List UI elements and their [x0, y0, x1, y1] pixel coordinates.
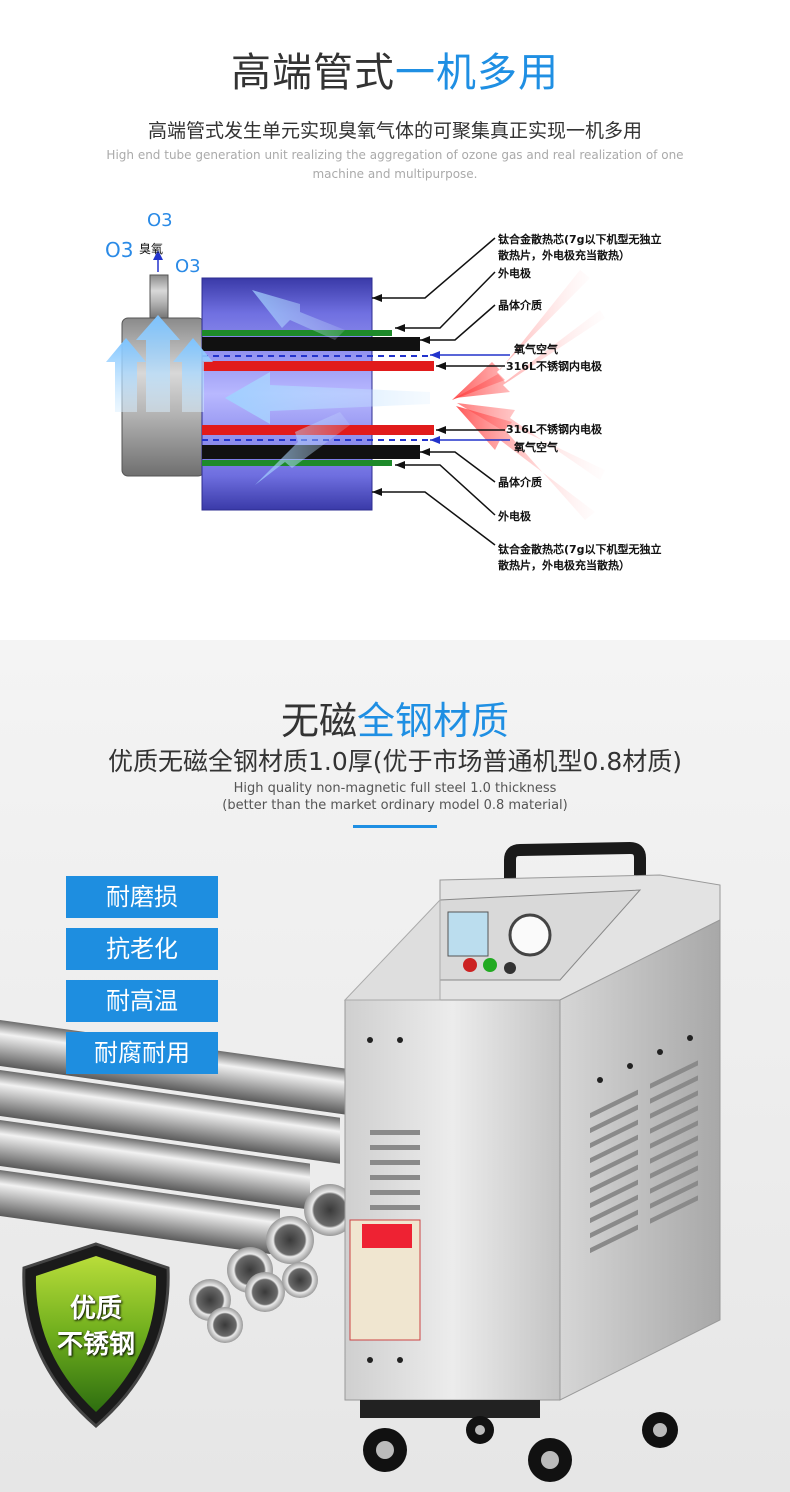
section-subtitle: 高端管式发生单元实现臭氧气体的可聚集真正实现一机多用 — [147, 120, 642, 142]
ozone-arrow-1 — [136, 315, 180, 412]
outer-electrode-top — [202, 337, 420, 351]
label-heat-sink-2: 散热片，外电极充当散热） — [498, 249, 630, 262]
o3-mark: O3 — [147, 210, 173, 231]
feature-heat-resistant: 耐高温 — [66, 980, 218, 1022]
section-subtitle: 优质无磁全钢材质1.0厚(优于市场普通机型0.8材质) — [107, 747, 683, 776]
label-crystal-medium: 晶体介质 — [498, 476, 542, 489]
inflow-arrow-4 — [457, 403, 605, 480]
badge-line-2: 不锈钢 — [56, 1330, 135, 1360]
title-accent: 一机多用 — [395, 50, 559, 96]
label-inner-electrode: 316L不锈钢内电极 — [506, 423, 602, 436]
inflow-arrow-2 — [455, 310, 605, 398]
o3-mark: O3 — [105, 238, 134, 262]
ozone-arrow-3 — [173, 338, 213, 412]
crystal-layer-top — [202, 330, 392, 336]
label-outer-electrode: 外电极 — [498, 510, 531, 523]
steel-pipes-image — [0, 1017, 360, 1343]
section-title: 高端管式一机多用 — [0, 40, 790, 98]
leader-line — [372, 237, 496, 299]
inflow-arrow-3 — [456, 406, 595, 520]
quality-shield-icon — [22, 1242, 170, 1428]
label-crystal-medium: 晶体介质 — [498, 299, 542, 312]
section-subtitle-en: High quality non-magnetic full steel 1.0… — [0, 780, 790, 814]
feature-corrosion-resistant: 耐腐耐用 — [66, 1032, 218, 1074]
ozone-label: 臭氧 — [139, 242, 164, 256]
o3-mark: O3 — [175, 256, 201, 277]
feature-anti-aging: 抗老化 — [66, 928, 218, 970]
label-heat-sink-1: 钛合金散热芯(7g以下机型无独立 — [498, 233, 662, 246]
ozone-machine-image — [343, 841, 721, 1482]
ozone-arrow-2 — [106, 338, 146, 412]
badge-line-1: 优质 — [69, 1294, 122, 1324]
section-subtitle-en: High end tube generation unit realizing … — [106, 148, 684, 181]
title-accent: 全钢材质 — [357, 699, 510, 743]
label-oxygen-air: 氧气空气 — [514, 441, 558, 454]
label-heat-sink-2: 散热片，外电极充当散热） — [498, 559, 630, 572]
inner-electrode-top — [202, 361, 434, 371]
title-divider — [353, 825, 437, 828]
airflow-arrow-up — [252, 290, 345, 340]
section-title: 无磁全钢材质 — [0, 690, 790, 745]
ozone-outlet-pipe — [149, 274, 169, 321]
steel-material-section: 无磁全钢材质 优质无磁全钢材质1.0厚(优于市场普通机型0.8材质) High … — [0, 640, 790, 1492]
airflow-arrow-center — [225, 372, 430, 424]
tube-diagram-graphic — [106, 237, 605, 546]
ozone-tube-diagram: O3 O3 O3 臭氧 钛合金散热芯(7g以下机型无独立 散热片，外电极充当散热… — [0, 200, 790, 600]
airflow-arrow-down — [255, 412, 350, 485]
label-heat-sink-1: 钛合金散热芯(7g以下机型无独立 — [498, 543, 662, 556]
label-outer-electrode: 外电极 — [498, 267, 531, 280]
feature-wear-resistant: 耐磨损 — [66, 876, 218, 918]
label-oxygen-air: 氧气空气 — [514, 343, 558, 356]
label-inner-electrode: 316L不锈钢内电极 — [506, 360, 602, 373]
title-plain: 无磁 — [280, 699, 357, 743]
subtitle-en-line-1: High quality non-magnetic full steel 1.0… — [233, 781, 557, 796]
title-plain: 高端管式 — [231, 50, 395, 96]
tube-generator-section: 高端管式一机多用 高端管式发生单元实现臭氧气体的可聚集真正实现一机多用 High… — [0, 0, 790, 640]
inflow-arrow-1 — [452, 270, 590, 400]
subtitle-en-line-2: (better than the market ordinary model 0… — [222, 798, 568, 813]
